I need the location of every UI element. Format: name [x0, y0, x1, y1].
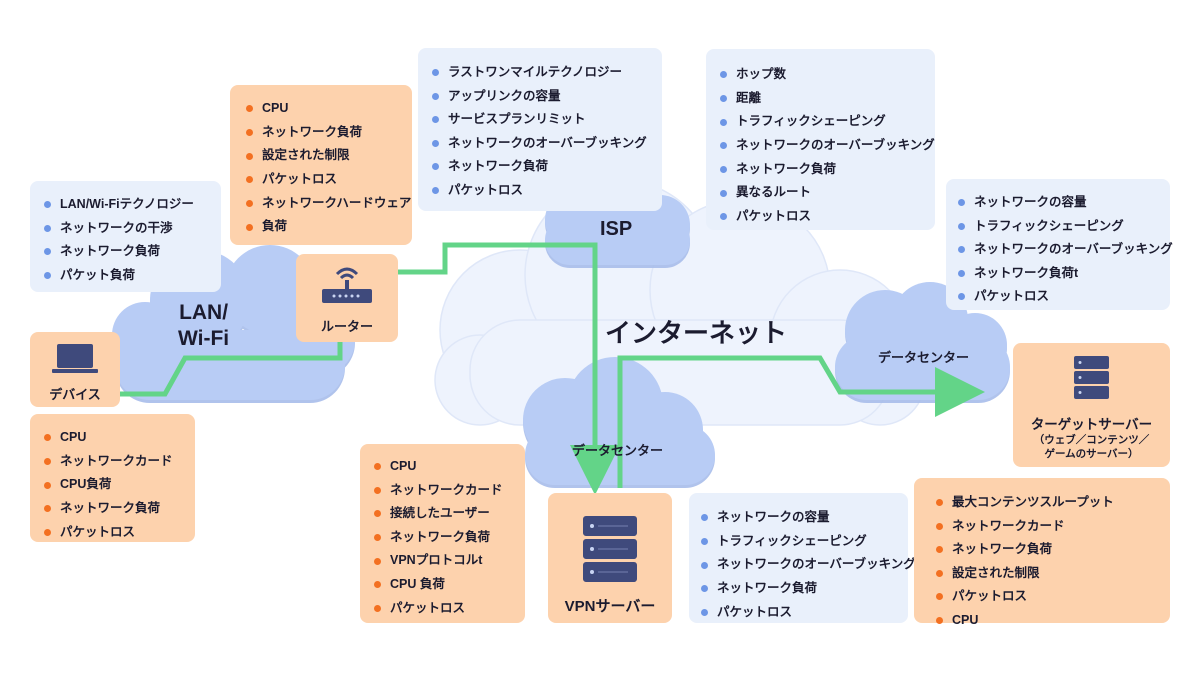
- list-item: VPNプロトコルt: [372, 549, 525, 573]
- list-item: トラフィックシェーピング: [956, 215, 1170, 239]
- list-item: ネットワーク負荷: [42, 240, 221, 264]
- list-item: ラストワンマイルテクノロジー: [430, 61, 662, 85]
- list-item: 設定された制限: [244, 144, 412, 168]
- list-item: 負荷: [244, 215, 412, 239]
- list-item: ネットワークカード: [372, 479, 525, 503]
- list-item: ネットワークの干渉: [42, 217, 221, 241]
- list-item: 設定された制限: [934, 562, 1170, 586]
- laptop-icon: [52, 344, 98, 373]
- list-item: ネットワーク負荷: [699, 577, 908, 601]
- router-isp-path: [398, 242, 620, 495]
- list-item: ネットワーク負荷: [934, 538, 1170, 562]
- datacenter-right-label: データセンター: [878, 350, 970, 365]
- list-item: パケットロス: [718, 205, 935, 229]
- device-label: デバイス: [49, 387, 101, 402]
- list-item: ネットワークのオーバーブッキング: [699, 553, 916, 577]
- internet-factors-box: ホップ数距離トラフィックシェーピングネットワークのオーバーブッキングネットワーク…: [706, 49, 935, 230]
- list-item: CPU: [934, 609, 1170, 633]
- isp-factors-box: ラストワンマイルテクノロジーアップリンクの容量サービスプランリミットネットワーク…: [418, 48, 662, 211]
- list-item: ネットワークのオーバーブッキング: [718, 134, 935, 158]
- vpn-server-label: VPNサーバー: [564, 598, 656, 615]
- internet-title: インターネット: [605, 318, 788, 348]
- lan-factors-list: LAN/Wi-Fiテクノロジーネットワークの干渉ネットワーク負荷パケット負荷: [42, 193, 221, 287]
- list-item: トラフィックシェーピング: [699, 530, 908, 554]
- lan-factors-box: LAN/Wi-Fiテクノロジーネットワークの干渉ネットワーク負荷パケット負荷: [30, 181, 221, 292]
- list-item: ネットワークハードウェア: [244, 192, 412, 216]
- server-icon: [1074, 356, 1109, 399]
- lan-cloud-label: LAN/ Wi-Fi: [178, 301, 230, 350]
- target-server-sublabel: （ウェブ／コンテンツ／ ゲームのサーバー）: [1033, 434, 1150, 460]
- isp-factors-list: ラストワンマイルテクノロジーアップリンクの容量サービスプランリミットネットワーク…: [430, 61, 662, 202]
- target-server-node: ターゲットサーバー （ウェブ／コンテンツ／ ゲームのサーバー）: [1013, 343, 1170, 467]
- list-item: LAN/Wi-Fiテクノロジー: [42, 193, 221, 217]
- list-item: CPU: [372, 455, 525, 479]
- internet-factors-list: ホップ数距離トラフィックシェーピングネットワークのオーバーブッキングネットワーク…: [718, 63, 935, 229]
- list-item: CPU: [42, 426, 195, 450]
- device-router-path: [120, 340, 343, 397]
- server-icon: [583, 516, 637, 582]
- list-item: ネットワーク負荷: [244, 121, 412, 145]
- list-item: ネットワーク負荷: [42, 497, 195, 521]
- list-item: パケットロス: [699, 601, 908, 625]
- datacenter-mid-factors-list: ネットワークの容量トラフィックシェーピングネットワークのオーバーブッキングネット…: [699, 506, 916, 625]
- connection-paths: [120, 242, 985, 495]
- list-item: CPU: [244, 97, 412, 121]
- list-item: ネットワーク負荷: [372, 526, 525, 550]
- target-factors-list: 最大コンテンツスループットネットワークカードネットワーク負荷設定された制限パケッ…: [934, 491, 1170, 632]
- list-item: ネットワークカード: [934, 515, 1170, 539]
- list-item: 距離: [718, 87, 935, 111]
- list-item: ネットワーク負荷: [430, 155, 662, 179]
- router-label: ルーター: [320, 319, 373, 334]
- isp-cloud-label: ISP: [600, 218, 633, 240]
- list-item: 接続したユーザー: [372, 502, 525, 526]
- list-item: ネットワークの容量: [956, 191, 1170, 215]
- vpn-target-path: [617, 355, 985, 488]
- list-item: 最大コンテンツスループット: [934, 491, 1170, 515]
- datacenter-right-factors-box: ネットワークの容量トラフィックシェーピングネットワークのオーバーブッキングネット…: [946, 179, 1173, 310]
- list-item: ネットワークカード: [42, 450, 195, 474]
- list-item: ネットワークのオーバーブッキング: [956, 238, 1173, 262]
- list-item: トラフィックシェーピング: [718, 110, 935, 134]
- list-item: パケットロス: [934, 585, 1170, 609]
- list-item: ネットワーク負荷t: [956, 262, 1170, 286]
- list-item: ネットワークのオーバーブッキング: [430, 132, 662, 156]
- list-item: パケットロス: [244, 168, 412, 192]
- datacenter-right-factors-list: ネットワークの容量トラフィックシェーピングネットワークのオーバーブッキングネット…: [956, 191, 1173, 309]
- list-item: ホップ数: [718, 63, 935, 87]
- datacenter-mid-label: データセンター: [572, 443, 664, 458]
- list-item: 異なるルート: [718, 181, 935, 205]
- list-item: ネットワーク負荷: [718, 158, 935, 182]
- list-item: ネットワークの容量: [699, 506, 908, 530]
- list-item: CPU負荷: [42, 473, 195, 497]
- list-item: アップリンクの容量: [430, 85, 662, 109]
- list-item: パケットロス: [42, 521, 195, 545]
- list-item: パケットロス: [956, 285, 1170, 309]
- datacenter-mid-factors-box: ネットワークの容量トラフィックシェーピングネットワークのオーバーブッキングネット…: [689, 493, 916, 625]
- router-icon: [322, 267, 372, 303]
- target-server-label: ターゲットサーバー: [1030, 417, 1153, 432]
- list-item: パケットロス: [430, 179, 662, 203]
- list-item: サービスプランリミット: [430, 108, 662, 132]
- router-node: ルーター: [296, 254, 398, 342]
- vpn-server-node: VPNサーバー: [548, 493, 672, 623]
- device-node: デバイス: [30, 332, 120, 407]
- list-item: パケット負荷: [42, 264, 221, 288]
- list-item: パケットロス: [372, 597, 525, 621]
- list-item: CPU 負荷: [372, 573, 525, 597]
- target-factors-box: 最大コンテンツスループットネットワークカードネットワーク負荷設定された制限パケッ…: [914, 478, 1170, 627]
